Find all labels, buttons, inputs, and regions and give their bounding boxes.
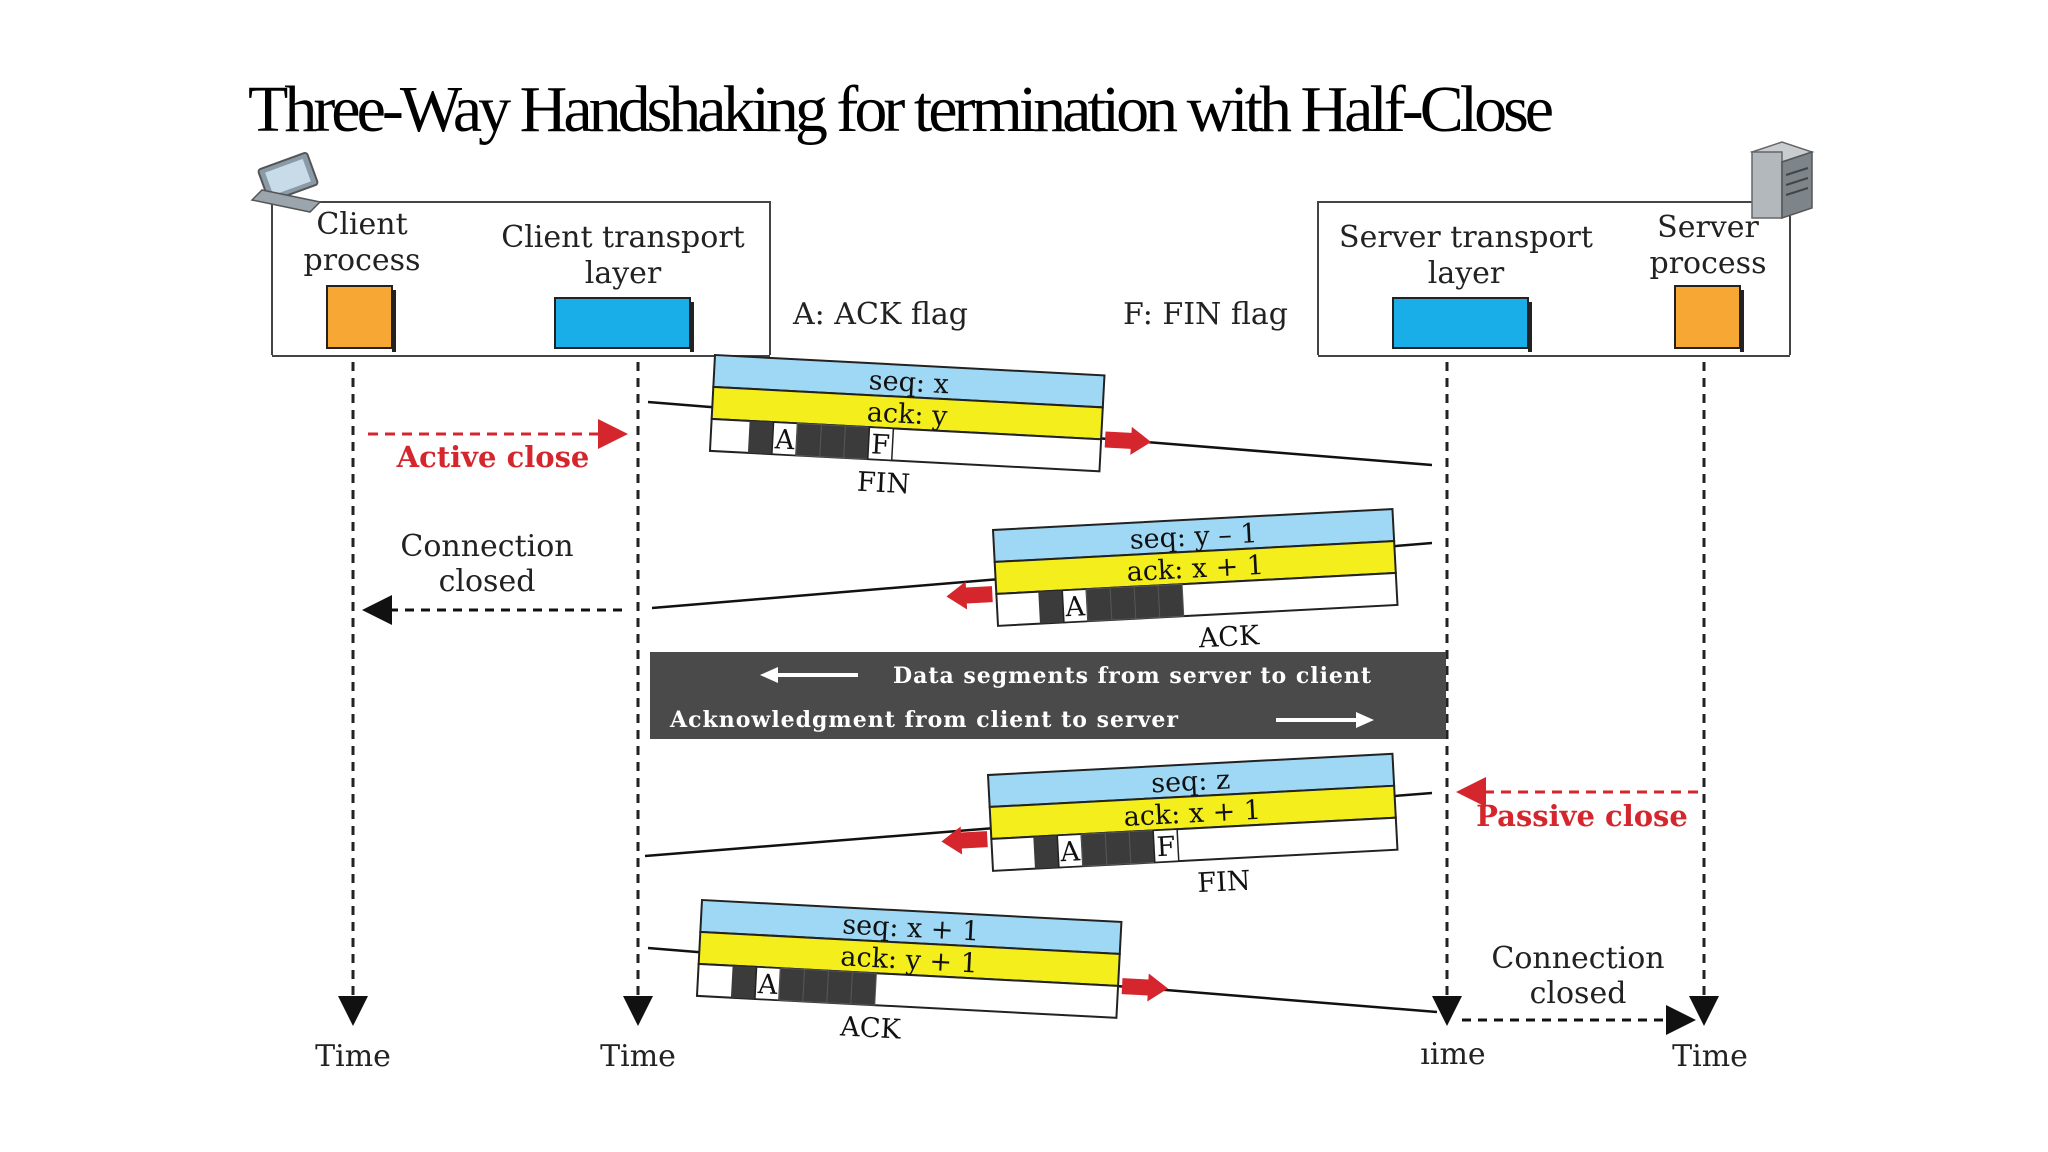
client-process-label-line1: Client bbox=[316, 207, 407, 242]
segment-fin-3-flag-a: A bbox=[1059, 836, 1082, 868]
laptop-icon bbox=[250, 151, 322, 213]
server-frame bbox=[1317, 201, 1791, 357]
data-band-line1: Data segments from server to client bbox=[893, 663, 1372, 689]
client-process-label-line2: process bbox=[304, 243, 421, 278]
segment-fin-1-flag-f: F bbox=[870, 429, 890, 461]
segment-ack-2: seq: y – 1 ack: x + 1 A ACK bbox=[946, 508, 1399, 654]
server-transport-label-line2: layer bbox=[1428, 256, 1505, 291]
client-transport-label-line1: Client transport bbox=[501, 220, 744, 255]
server-connection-closed-line2: closed bbox=[1530, 976, 1627, 1011]
segment-ack-4-seq: seq: x + 1 bbox=[842, 909, 980, 947]
server-process-label-line1: Server bbox=[1657, 210, 1759, 245]
segment-fin-3-ack: ack: x + 1 bbox=[1123, 795, 1262, 833]
client-process-box bbox=[326, 285, 393, 349]
segment-ack-2-ack: ack: x + 1 bbox=[1126, 550, 1265, 588]
segment-fin-1-seq: seq: x bbox=[868, 365, 950, 400]
segment-fin-3-flag-f: F bbox=[1156, 831, 1176, 863]
segment-ack-4-flag-a: A bbox=[756, 969, 779, 1001]
segment-fin-1-ack: ack: y bbox=[866, 397, 949, 432]
data-exchange-band: Data segments from server to client Ackn… bbox=[650, 652, 1446, 739]
segment-fin-1-name: FIN bbox=[856, 467, 911, 501]
time-label-client-process: Time bbox=[315, 1039, 391, 1074]
segment-fin-3-name: FIN bbox=[1197, 865, 1252, 899]
segment-fin-3-seq: seq: z bbox=[1150, 764, 1231, 799]
time-label-server-process: Time bbox=[1672, 1039, 1748, 1074]
server-transport-label-line1: Server transport bbox=[1339, 220, 1593, 255]
client-transport-label-line2: layer bbox=[585, 256, 662, 291]
segment-ack-2-seq: seq: y – 1 bbox=[1129, 518, 1258, 556]
time-label-server-transport: ıime bbox=[1420, 1037, 1485, 1072]
server-process-label-line2: process bbox=[1650, 246, 1767, 281]
segment-ack-2-name: ACK bbox=[1197, 620, 1261, 654]
active-close-label: Active close bbox=[396, 440, 590, 474]
legend-ack-flag: A: ACK flag bbox=[792, 297, 968, 332]
server-transport-box bbox=[1392, 297, 1529, 349]
segment-fin-1-flag-a: A bbox=[773, 424, 796, 456]
segment-ack-4-name: ACK bbox=[839, 1011, 903, 1045]
server-connection-closed-line1: Connection bbox=[1491, 941, 1664, 976]
server-tower-icon bbox=[1749, 141, 1815, 220]
legend-fin-flag: F: FIN flag bbox=[1123, 297, 1288, 332]
client-frame bbox=[271, 201, 771, 357]
server-process-box bbox=[1674, 285, 1741, 349]
client-connection-closed-line2: closed bbox=[439, 564, 536, 599]
segment-fin-3: seq: z ack: x + 1 A F FIN bbox=[941, 752, 1399, 899]
passive-close-label: Passive close bbox=[1476, 799, 1688, 833]
data-band-line2: Acknowledgment from client to server bbox=[669, 707, 1179, 733]
client-connection-closed-line1: Connection bbox=[400, 529, 573, 564]
segment-ack-2-flag-a: A bbox=[1064, 591, 1087, 623]
time-label-client-transport: Time bbox=[600, 1039, 676, 1074]
client-transport-box bbox=[554, 297, 691, 349]
segment-ack-4: seq: x + 1 ack: y + 1 A ACK bbox=[695, 898, 1169, 1046]
slide-title: Three-Way Handshaking for termination wi… bbox=[248, 73, 1554, 146]
segment-fin-1: seq: x ack: y A F FIN bbox=[708, 353, 1152, 501]
